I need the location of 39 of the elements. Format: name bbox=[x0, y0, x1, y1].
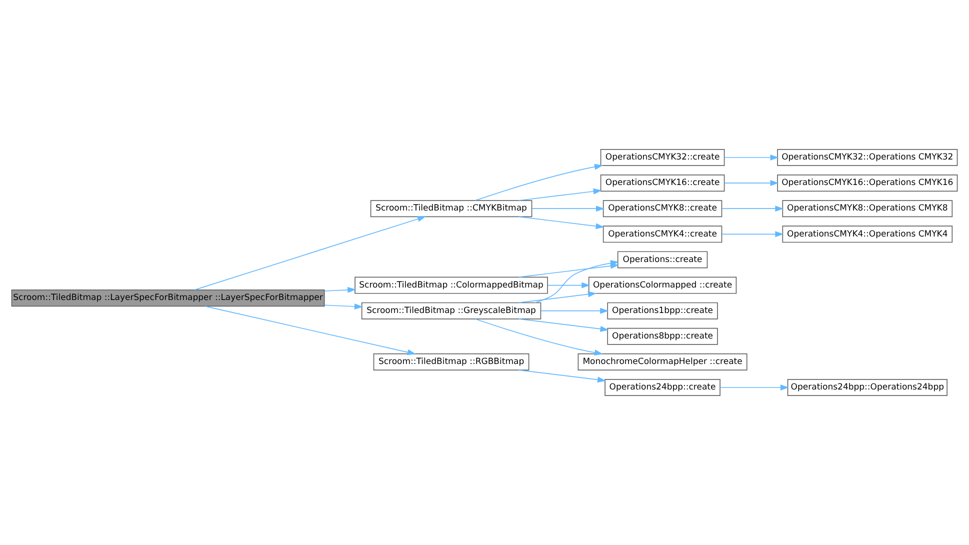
node-box: Operations24bpp::Operations24bpp bbox=[787, 378, 948, 396]
arrow bbox=[204, 306, 416, 356]
arrow bbox=[324, 304, 363, 310]
arrow bbox=[518, 188, 602, 201]
node-box: Operations::create bbox=[617, 251, 708, 268]
arrow bbox=[532, 206, 605, 212]
node-box: OperationsCMYK8::Operations CMYK8 bbox=[782, 200, 953, 218]
node-box: Scroom::TiledBitmap ::LayerSpecForBitmapper ::LayerSpecForBitmapper bbox=[11, 290, 325, 307]
node-box: Operations1bpp::create bbox=[607, 302, 718, 320]
arrow bbox=[720, 384, 789, 390]
arrow bbox=[518, 370, 606, 383]
node-box: MonochromeColormapHelper ::create bbox=[578, 353, 748, 370]
arrow bbox=[724, 180, 779, 186]
node-box: OperationsCMYK4::create bbox=[602, 226, 722, 243]
node-box: OperationsColormapped ::create bbox=[588, 276, 737, 294]
arrow bbox=[547, 282, 590, 288]
node-box: OperationsCMYK4::Operations CMYK4 bbox=[782, 226, 953, 243]
node-box: Scroom::TiledBitmap ::RGBBitmap bbox=[373, 353, 530, 370]
arrow bbox=[540, 308, 609, 314]
node-box: OperationsCMYK16::Operations CMYK16 bbox=[777, 174, 958, 192]
node-box: Scroom::TiledBitmap ::ColormappedBitmap bbox=[354, 276, 548, 294]
arrow bbox=[721, 206, 784, 212]
arrow bbox=[518, 291, 597, 304]
node-box: Operations24bpp::create bbox=[604, 378, 720, 396]
node-box: Scroom::TiledBitmap ::CMYKBitmap bbox=[370, 200, 532, 218]
arrow bbox=[518, 318, 609, 332]
arrow bbox=[474, 318, 604, 356]
node-box: Operations8bpp::create bbox=[607, 328, 718, 345]
arrow bbox=[724, 154, 779, 160]
arrow bbox=[721, 231, 784, 238]
node-box: Scroom::TiledBitmap ::GreyscaleBitmap bbox=[361, 302, 542, 320]
arrow bbox=[518, 216, 604, 230]
arrow bbox=[324, 286, 356, 293]
node-box: OperationsCMYK32::create bbox=[600, 148, 725, 166]
arrow bbox=[194, 216, 426, 290]
node-box: OperationsCMYK16::create bbox=[600, 174, 725, 192]
node-box: OperationsCMYK8::create bbox=[602, 200, 722, 218]
arrow bbox=[474, 164, 604, 201]
node-box: OperationsCMYK32::Operations CMYK32 bbox=[777, 148, 958, 166]
